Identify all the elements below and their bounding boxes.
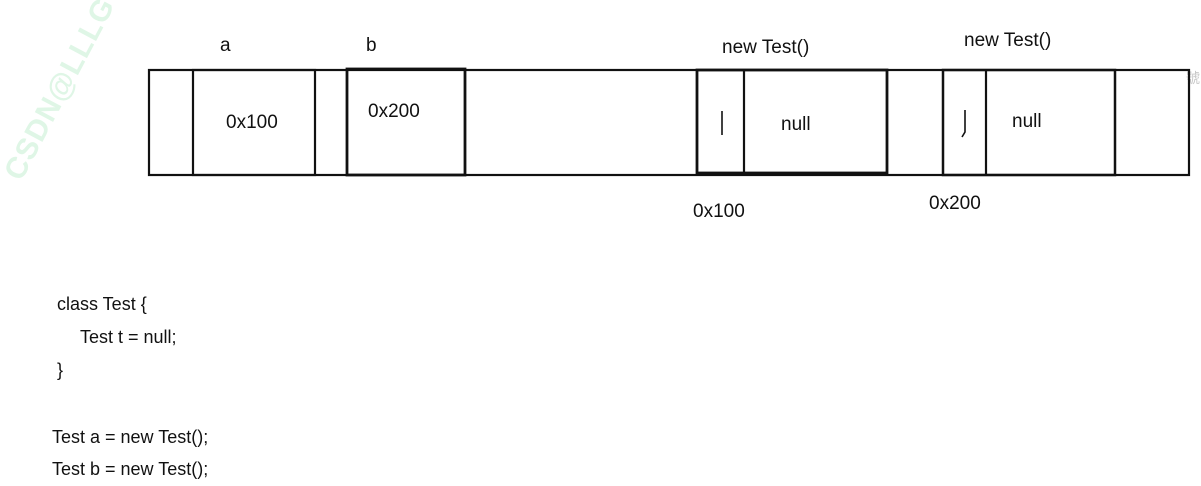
stack-label-b: b [366,35,377,56]
code-field-line: Test t = null; [80,327,177,347]
heap-object-1 [695,68,889,175]
heap-object-2-field-value: null [1012,111,1042,132]
stack-value-a: 0x100 [226,112,278,133]
field-t-mark-2 [961,110,966,138]
heap-object-1-field-value: null [781,114,811,135]
code-decl-b: Test b = new Test(); [52,459,209,479]
heap-object-2-address: 0x200 [929,193,981,214]
code-close-line: } [57,360,64,380]
stack-cell-a [191,68,317,177]
code-decl-a: Test a = new Test(); [52,427,209,447]
code-class-line: class Test { [57,294,147,314]
stack-value-b: 0x200 [368,101,420,122]
stack-label-a: a [220,35,231,56]
heap-object-2 [941,68,1117,177]
heap-object-2-header: new Test() [964,30,1052,51]
heap-object-1-address: 0x100 [693,201,745,222]
stack-cell-b [345,67,467,177]
heap-object-1-header: new Test() [722,37,810,58]
memory-strip-outline [147,68,1191,177]
